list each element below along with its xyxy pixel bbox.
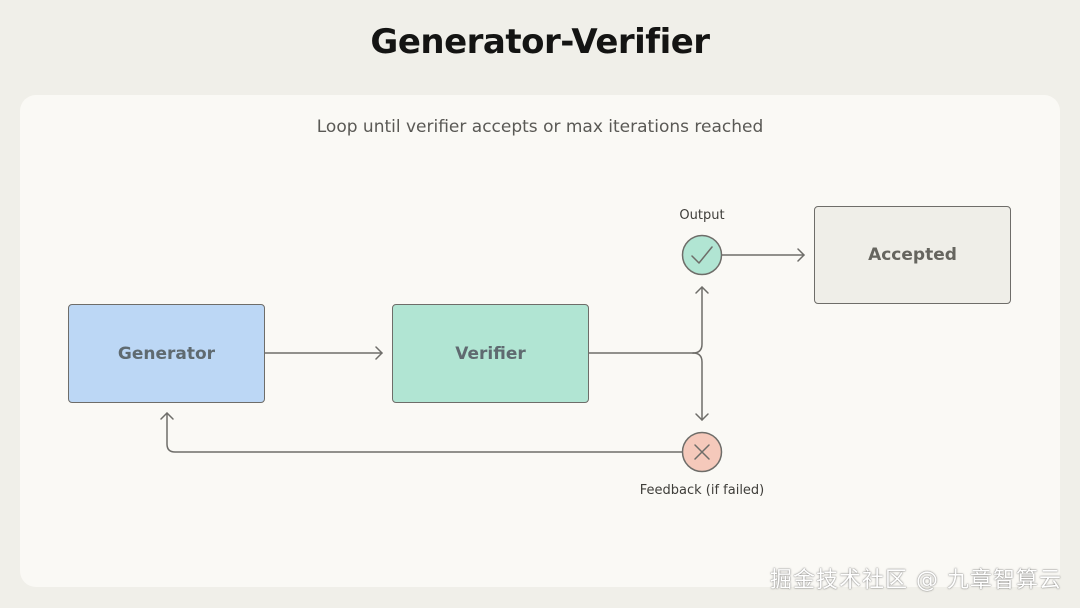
line-junction-to-feedback: [692, 352, 703, 421]
arrowhead-generator-to-verifier: [375, 346, 383, 360]
arrowhead-output-to-accepted: [797, 248, 805, 262]
accepted-label: Accepted: [868, 245, 957, 265]
output-circle: [681, 234, 723, 276]
arrowhead-to-feedback: [695, 413, 709, 421]
watermark: 掘金技术社区 @ 九章智算云: [770, 568, 1062, 593]
feedback-node: [681, 431, 723, 473]
x-icon: [694, 444, 710, 460]
generator-label: Generator: [117, 343, 216, 364]
checkmark-icon: [691, 246, 713, 264]
feedback-label: Feedback (if failed): [639, 483, 765, 498]
generator-node: Generator: [68, 304, 265, 403]
accepted-node: Accepted: [814, 206, 1011, 304]
output-label: Output: [679, 208, 725, 223]
line-feedback-to-generator: [166, 412, 683, 453]
line-junction-to-output: [692, 286, 703, 354]
arrowhead-to-output: [695, 286, 709, 294]
verifier-label: Verifier: [455, 343, 526, 364]
arrowhead-to-generator: [160, 412, 174, 420]
diagram-title: Generator-Verifier: [370, 22, 710, 62]
verifier-node: Verifier: [392, 304, 589, 403]
diagram-subtitle: Loop until verifier accepts or max itera…: [316, 117, 764, 137]
output-node: [681, 234, 723, 276]
